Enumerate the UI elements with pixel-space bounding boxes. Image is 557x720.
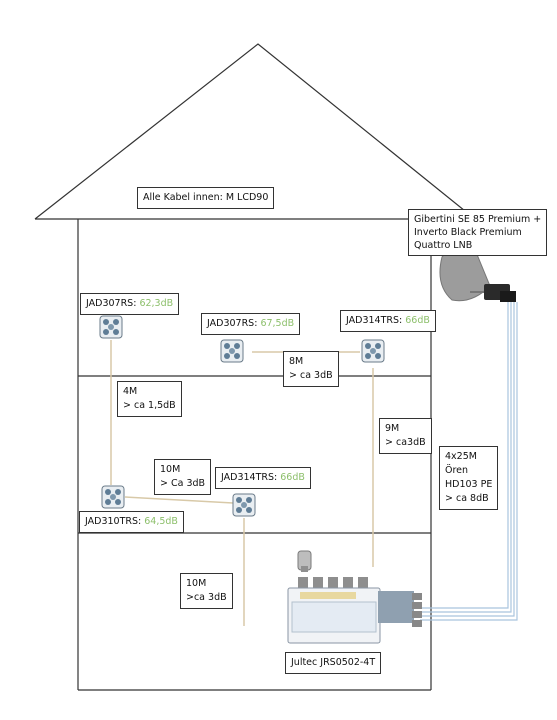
cable-label: 8M > ca 3dB bbox=[283, 351, 339, 387]
feed-line-1: 4x25M bbox=[445, 451, 477, 462]
dish-line-1: Gibertini SE 85 Premium + bbox=[414, 214, 542, 225]
outlet-label: JAD314TRS: 66dB bbox=[340, 310, 436, 332]
outlet-name: JAD307RS: bbox=[207, 318, 258, 329]
outlet-icon bbox=[101, 485, 125, 509]
cable-loss: > ca 1,5dB bbox=[123, 400, 176, 411]
cable-length: 10M bbox=[160, 464, 181, 475]
internal-cables bbox=[110, 340, 374, 626]
outlet-icon bbox=[220, 339, 244, 363]
outlet-level: 64,5dB bbox=[144, 516, 178, 527]
cable-loss: > Ca 3dB bbox=[160, 478, 206, 489]
roof-outline bbox=[34, 43, 477, 220]
outlet-level: 62,3dB bbox=[139, 298, 174, 309]
outlet-label: JAD307RS: 62,3dB bbox=[80, 293, 180, 315]
cable-label: 4M > ca 1,5dB bbox=[117, 381, 182, 417]
feed-cables bbox=[420, 302, 518, 621]
outlet-level: 67,5dB bbox=[260, 318, 295, 329]
cable-label: 9M > ca3dB bbox=[379, 418, 432, 454]
cable-length: 8M bbox=[289, 356, 304, 367]
cable-loss: > ca3dB bbox=[385, 437, 426, 448]
roof-cable-text: Alle Kabel innen: M LCD90 bbox=[143, 192, 269, 203]
cable-length: 9M bbox=[385, 423, 400, 434]
dish-label: Gibertini SE 85 Premium + Inverto Black … bbox=[408, 209, 548, 256]
multiswitch-text: Jultec JRS0502-4T bbox=[291, 657, 376, 668]
outlet-label: JAD307RS: 67,5dB bbox=[201, 313, 301, 335]
feed-line-4: > ca 8dB bbox=[445, 493, 489, 504]
dish-line-2: Inverto Black Premium bbox=[414, 227, 522, 238]
dish-line-3: Quattro LNB bbox=[414, 240, 473, 251]
multiswitch-label: Jultec JRS0502-4T bbox=[285, 652, 382, 674]
outlet-label: JAD310TRS: 64,5dB bbox=[79, 511, 184, 533]
outlet-level: 66dB bbox=[280, 472, 305, 483]
outlet-name: JAD307RS: bbox=[86, 298, 137, 309]
cable-length: 10M bbox=[186, 578, 207, 589]
outlet-icon bbox=[361, 339, 385, 363]
outlet-icon bbox=[99, 315, 123, 339]
cable-loss: > ca 3dB bbox=[289, 370, 333, 381]
outlet-icon bbox=[232, 493, 256, 517]
outlet-name: JAD310TRS: bbox=[85, 516, 142, 527]
outlet-label: JAD314TRS: 66dB bbox=[215, 467, 311, 489]
multiswitch-icon bbox=[287, 577, 422, 644]
cable-loss: >ca 3dB bbox=[186, 592, 227, 603]
outlet-level: 66dB bbox=[405, 315, 430, 326]
feed-cable-label: 4x25M Ören HD103 PE > ca 8dB bbox=[439, 446, 499, 510]
feed-line-3: HD103 PE bbox=[445, 479, 493, 490]
feed-line-2: Ören bbox=[445, 465, 469, 476]
cable-length: 4M bbox=[123, 386, 138, 397]
satellite-dish bbox=[439, 247, 516, 302]
roof-cable-label: Alle Kabel innen: M LCD90 bbox=[137, 187, 275, 209]
outlet-name: JAD314TRS: bbox=[221, 472, 278, 483]
outlet-name: JAD314TRS: bbox=[346, 315, 403, 326]
terrestrial-connector-icon bbox=[297, 550, 312, 572]
cable-label: 10M > Ca 3dB bbox=[154, 459, 212, 495]
cable-label: 10M >ca 3dB bbox=[180, 573, 233, 609]
